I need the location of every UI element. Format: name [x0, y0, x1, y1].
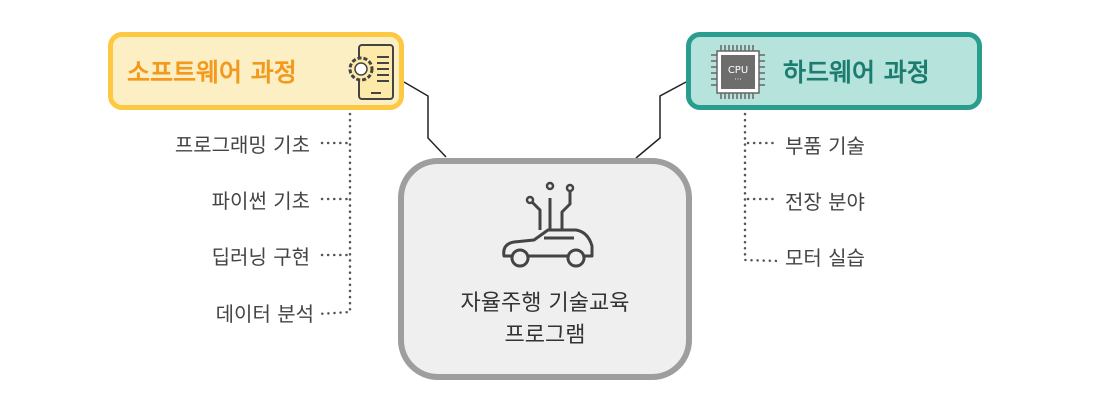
center-title-line1: 자율주행 기술교육	[460, 291, 630, 316]
hardware-course-box: CPU ··· 하드웨어 과정	[686, 32, 982, 110]
smart-car-icon	[502, 181, 594, 268]
software-course-title: 소프트웨어 과정	[127, 58, 297, 87]
software-course-box: 소프트웨어 과정	[108, 32, 404, 110]
hardware-item: 부품 기술	[785, 134, 865, 158]
software-item: 프로그래밍 기초	[174, 133, 310, 157]
hardware-course-title: 하드웨어 과정	[783, 58, 930, 87]
software-item: 딥러닝 구현	[211, 245, 310, 269]
cpu-icon: CPU ···	[711, 45, 765, 99]
software-item: 데이터 분석	[215, 302, 314, 326]
hardware-item: 모터 실습	[785, 246, 865, 270]
center-title-line2: 프로그램	[504, 323, 586, 348]
svg-text:···: ···	[734, 75, 742, 84]
center-program-box: 자율주행 기술교육 프로그램	[398, 158, 692, 380]
code-phone-icon	[348, 44, 394, 100]
software-item: 파이썬 기초	[211, 189, 310, 213]
hardware-item: 전장 분야	[785, 190, 865, 214]
svg-text:CPU: CPU	[728, 65, 748, 76]
